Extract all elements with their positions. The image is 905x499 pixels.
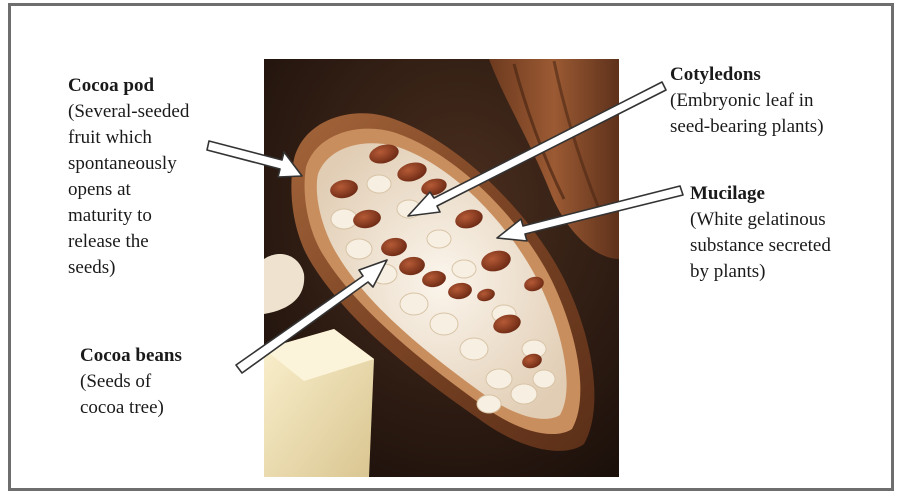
label-mucilage: Mucilage (White gelatinous substance sec…	[690, 181, 831, 285]
label-cocoa-pod: Cocoa pod (Several-seeded fruit which sp…	[68, 73, 189, 281]
cocoa-pod-illustration	[264, 59, 619, 477]
label-cotyledons-title: Cotyledons	[670, 62, 824, 88]
label-cocoa-pod-description: (Several-seeded fruit which spontaneousl…	[68, 99, 189, 281]
label-cotyledons: Cotyledons (Embryonic leaf in seed-beari…	[670, 62, 824, 140]
cocoa-pod-photo	[264, 59, 619, 477]
label-mucilage-title: Mucilage	[690, 181, 831, 207]
label-cocoa-beans-description: (Seeds of cocoa tree)	[80, 369, 182, 421]
label-cocoa-beans: Cocoa beans (Seeds of cocoa tree)	[80, 343, 182, 421]
label-cocoa-pod-title: Cocoa pod	[68, 73, 189, 99]
label-cotyledons-description: (Embryonic leaf in seed-bearing plants)	[670, 88, 824, 140]
label-cocoa-beans-title: Cocoa beans	[80, 343, 182, 369]
label-mucilage-description: (White gelatinous substance secreted by …	[690, 207, 831, 285]
